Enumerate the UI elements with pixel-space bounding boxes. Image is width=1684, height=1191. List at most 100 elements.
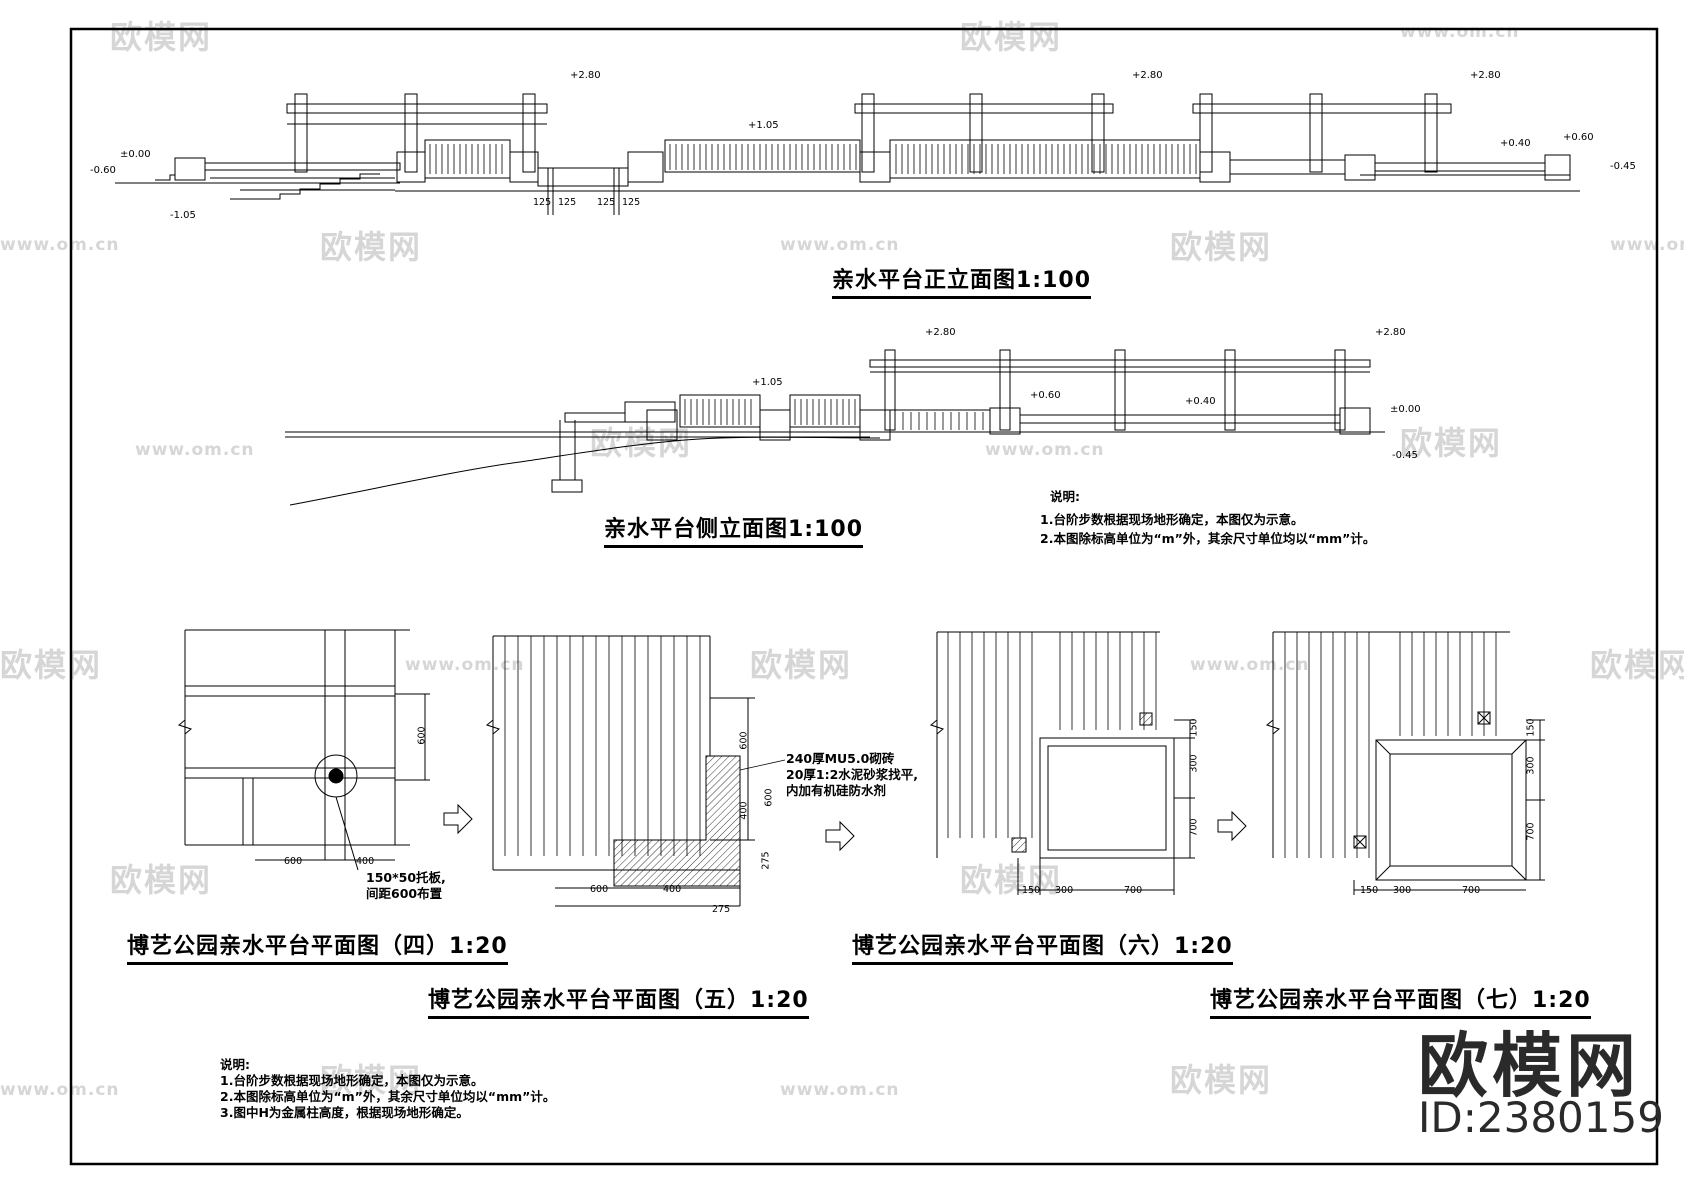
callout-line: 间距600布置 [366, 886, 443, 901]
watermark-url: www.om.cn [1400, 22, 1520, 42]
level-tag: +0.40 [1500, 138, 1531, 149]
dimension: 150 [1360, 885, 1379, 896]
side-elevation [285, 349, 1385, 506]
watermark-logo: 欧模网 [320, 228, 423, 266]
watermark-url: www.om.cn [780, 235, 900, 255]
plan4-callout: 150*50托板, 间距600布置 [366, 870, 446, 902]
dimension: 150 [1188, 718, 1200, 737]
dimension: 600 [763, 788, 775, 807]
brand-logo: 欧模网 [1418, 1025, 1640, 1107]
plan-4 [177, 629, 430, 871]
level-tag: +2.80 [925, 327, 956, 338]
watermark-logo: 欧模网 [1400, 424, 1503, 462]
watermark-logo: 欧模网 [750, 646, 853, 684]
level-tag: ±0.00 [1390, 404, 1421, 415]
watermark-logo: 欧模网 [590, 424, 693, 462]
dimension: 125 [558, 197, 577, 208]
level-tag: +0.60 [1563, 132, 1594, 143]
level-tag: -0.45 [1392, 450, 1418, 461]
dimension: 300 [1393, 885, 1412, 896]
plan-5-brick-wall [613, 755, 741, 887]
front-rail-balusters [429, 144, 1197, 174]
dimension: 700 [1462, 885, 1481, 896]
watermark-logo: 欧模网 [110, 861, 213, 899]
watermark-logo: 欧模网 [1170, 228, 1273, 266]
plan-7-deck-boards [1284, 632, 1497, 858]
dimension: 125 [533, 197, 552, 208]
watermark-url: www.om.cn [0, 1080, 120, 1100]
watermark-logo: 欧模网 [110, 18, 213, 56]
dimension: 300 [1055, 885, 1074, 896]
watermark-url: www.om.cn [0, 235, 120, 255]
level-tag: -0.60 [90, 165, 116, 176]
dimension: 600 [416, 726, 428, 745]
watermark-url: www.om.cn [780, 1080, 900, 1100]
dimension: 700 [1525, 822, 1537, 841]
level-tag: -0.45 [1610, 161, 1636, 172]
dimension: 150 [1525, 718, 1537, 737]
dimension: 150 [1022, 885, 1041, 896]
sheet-border [69, 27, 1659, 1166]
dimension: 300 [1525, 756, 1537, 775]
note-item: 2.本图除标高单位为“m”外，其余尺寸单位均以“mm”计。 [220, 1089, 556, 1104]
plan5-title: 博艺公园亲水平台平面图（五）1:20 [428, 982, 809, 1019]
level-tag: -1.05 [170, 210, 196, 221]
dimension: 700 [1188, 818, 1200, 837]
front-elevation-title: 亲水平台正立面图1:100 [832, 262, 1092, 299]
watermark-logo: 欧模网 [0, 646, 103, 684]
arrow-3 [1217, 810, 1247, 842]
dimension: 700 [1124, 885, 1143, 896]
dimension: 400 [738, 801, 750, 820]
watermark-url: www.om.cn [405, 655, 525, 675]
dimension: 125 [597, 197, 616, 208]
side-rail-balusters [684, 399, 984, 430]
dimension: 275 [760, 851, 772, 870]
plan-6-deck-boards [947, 632, 1157, 838]
dimension: 275 [712, 904, 731, 915]
plan4-title: 博艺公园亲水平台平面图（四）1:20 [127, 928, 508, 965]
dimension: 300 [1188, 754, 1200, 773]
level-tag: +1.05 [752, 377, 783, 388]
arrow-2 [825, 820, 855, 852]
level-tag: +0.60 [1030, 390, 1061, 401]
level-tag: +2.80 [1470, 70, 1501, 81]
watermark-url: www.om.cn [985, 440, 1105, 460]
note-item: 2.本图除标高单位为“m”外，其余尺寸单位均以“mm”计。 [1040, 531, 1376, 546]
plan-6 [929, 631, 1195, 895]
level-tag: +0.40 [1185, 396, 1216, 407]
dimension: 125 [622, 197, 641, 208]
note-item: 1.台阶步数根据现场地形确定，本图仅为示意。 [1040, 512, 1304, 527]
watermark-logo: 欧模网 [1170, 1061, 1273, 1099]
level-tag: +2.80 [1132, 70, 1163, 81]
callout-line: 20厚1:2水泥砂浆找平, [786, 767, 919, 782]
brand-id: ID:2380159 [1418, 1093, 1664, 1142]
dimension: 600 [590, 884, 609, 895]
watermark-url: www.om.cn [135, 440, 255, 460]
note-item: 1.台阶步数根据现场地形确定，本图仅为示意。 [220, 1073, 484, 1088]
front-elevation [115, 93, 1580, 215]
dimension: 600 [738, 731, 750, 750]
watermark-logo: 欧模网 [960, 861, 1063, 899]
plan7-title: 博艺公园亲水平台平面图（七）1:20 [1210, 982, 1591, 1019]
dimension: 600 [284, 856, 303, 867]
note-item: 3.图中H为金属柱高度，根据现场地形确定。 [220, 1105, 469, 1120]
level-tag: +2.80 [570, 70, 601, 81]
plan-5-deck-boards [504, 636, 701, 856]
watermark-logo: 欧模网 [320, 1061, 423, 1099]
callout-line: 内加有机硅防水剂 [786, 783, 887, 798]
level-tag: +1.05 [748, 120, 779, 131]
level-tag: +2.80 [1375, 327, 1406, 338]
plan5-callout: 240厚MU5.0砌砖 20厚1:2水泥砂浆找平, 内加有机硅防水剂 [786, 751, 918, 799]
watermark-logo: 欧模网 [1590, 646, 1684, 684]
watermark-url: www.om.cn [1610, 235, 1684, 255]
callout-line: 240厚MU5.0砌砖 [786, 751, 895, 766]
dimension: 400 [663, 884, 682, 895]
callout-leader [739, 759, 786, 771]
notes-heading: 说明: [220, 1057, 250, 1072]
notes-heading: 说明: [1050, 489, 1080, 504]
level-tag: ±0.00 [120, 149, 151, 160]
callout-line: 150*50托板, [366, 870, 446, 885]
plan6-title: 博艺公园亲水平台平面图（六）1:20 [852, 928, 1233, 965]
